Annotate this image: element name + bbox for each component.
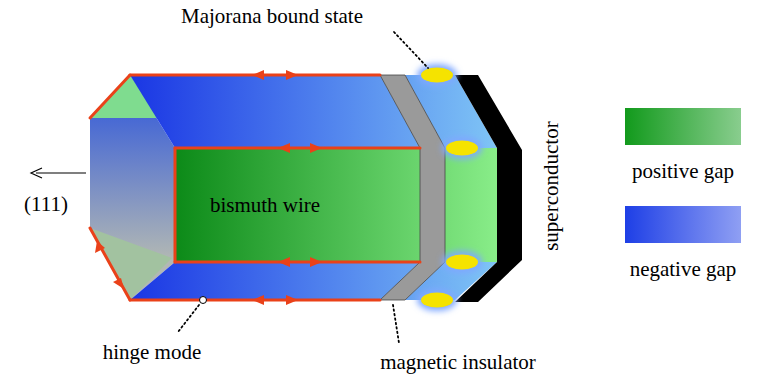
node-text: bismuth wire bbox=[210, 193, 321, 217]
direction-label: (111) bbox=[24, 192, 68, 216]
callout-label: hinge mode bbox=[103, 340, 202, 364]
callout-label: magnetic insulator bbox=[380, 350, 536, 374]
wire-face: bismuth wire bbox=[202, 189, 329, 222]
callout-label: superconductor bbox=[539, 121, 563, 250]
legend-swatch bbox=[625, 108, 741, 145]
legend-label: positive gap bbox=[632, 159, 734, 183]
callout-label: Majorana bound state bbox=[181, 4, 363, 28]
legend-swatch bbox=[625, 206, 741, 243]
legend-label: negative gap bbox=[630, 257, 737, 281]
